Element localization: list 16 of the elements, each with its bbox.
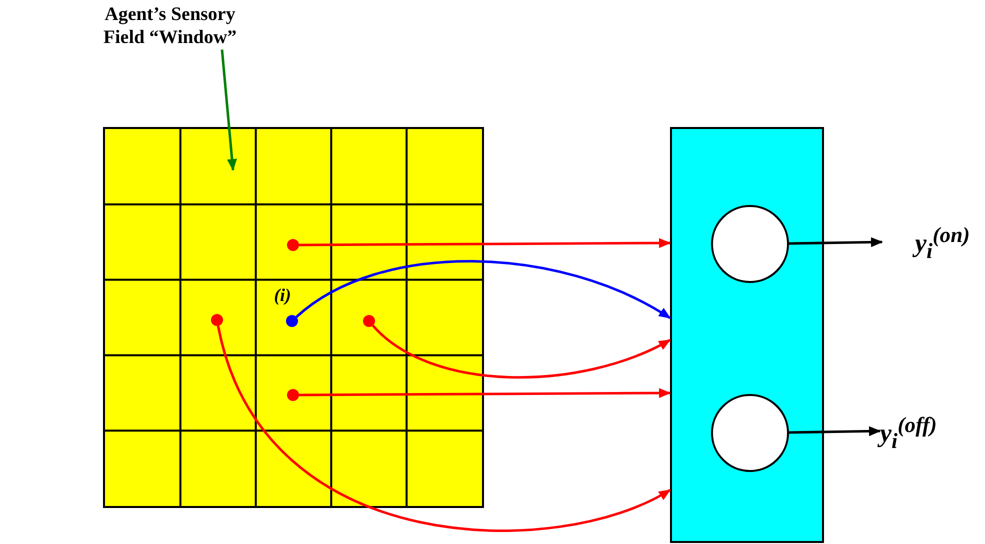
input-dot bbox=[211, 314, 223, 326]
input-dot bbox=[287, 389, 299, 401]
leader-arrow bbox=[220, 49, 237, 171]
node-label: (i) bbox=[274, 285, 291, 306]
neuron-panel bbox=[670, 127, 824, 543]
grid-drawing bbox=[103, 127, 484, 508]
arrow bbox=[788, 237, 883, 248]
arrow bbox=[299, 388, 671, 398]
arrow bbox=[788, 426, 881, 436]
arrow bbox=[372, 324, 671, 378]
input-dot bbox=[363, 315, 375, 327]
arrow bbox=[296, 260, 671, 320]
arrow bbox=[216, 326, 671, 532]
callout-text: Agent’s Sensory Field “Window” bbox=[85, 4, 255, 50]
arrow bbox=[299, 238, 671, 248]
input-dot bbox=[287, 239, 299, 251]
